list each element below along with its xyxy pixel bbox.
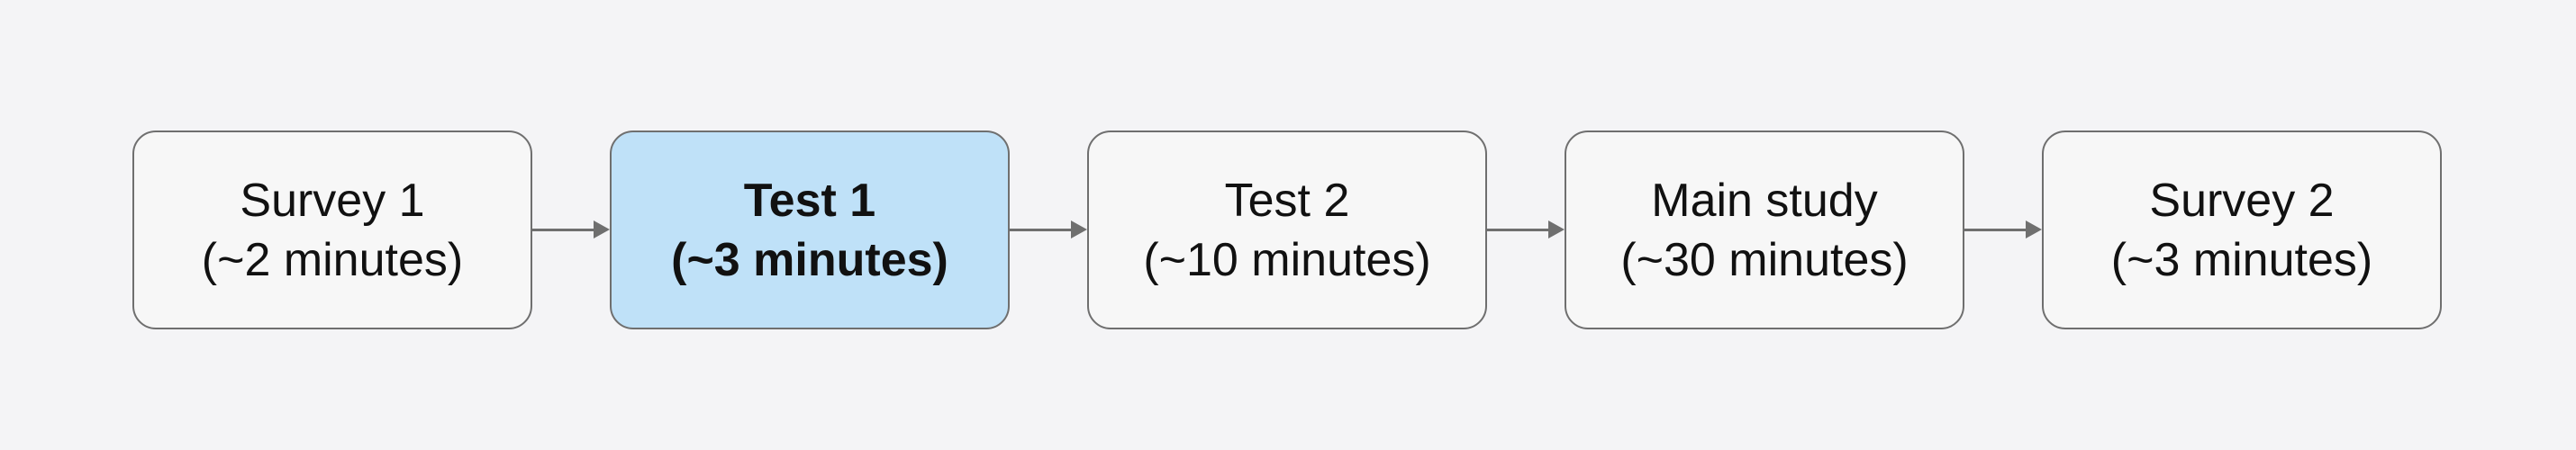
- step-title: Main study: [1651, 174, 1878, 227]
- flow-arrow: [1964, 220, 2042, 238]
- step-duration: (~3 minutes): [2110, 233, 2373, 286]
- step-title: Survey 2: [2149, 174, 2335, 227]
- step-duration: (~2 minutes): [201, 233, 464, 286]
- step-survey-1: Survey 1 (~2 minutes): [132, 130, 532, 329]
- step-title: Test 1: [743, 174, 876, 227]
- step-test-2: Test 2 (~10 minutes): [1087, 130, 1487, 329]
- step-duration: (~30 minutes): [1620, 233, 1909, 286]
- step-title: Test 2: [1224, 174, 1350, 227]
- flow-arrow: [1487, 220, 1565, 238]
- step-survey-2: Survey 2 (~3 minutes): [2042, 130, 2442, 329]
- arrow-head-icon: [1071, 220, 1087, 238]
- arrow-head-icon: [1548, 220, 1565, 238]
- step-duration: (~10 minutes): [1143, 233, 1431, 286]
- arrow-line: [1010, 229, 1075, 231]
- step-title: Survey 1: [240, 174, 425, 227]
- arrow-head-icon: [594, 220, 610, 238]
- arrow-line: [1487, 229, 1552, 231]
- arrow-head-icon: [2026, 220, 2042, 238]
- arrow-line: [1964, 229, 2029, 231]
- arrow-line: [532, 229, 597, 231]
- step-main-study: Main study (~30 minutes): [1565, 130, 1964, 329]
- flow-arrow: [1010, 220, 1087, 238]
- step-duration: (~3 minutes): [671, 233, 948, 286]
- flow-arrow: [532, 220, 610, 238]
- step-test-1: Test 1 (~3 minutes): [610, 130, 1010, 329]
